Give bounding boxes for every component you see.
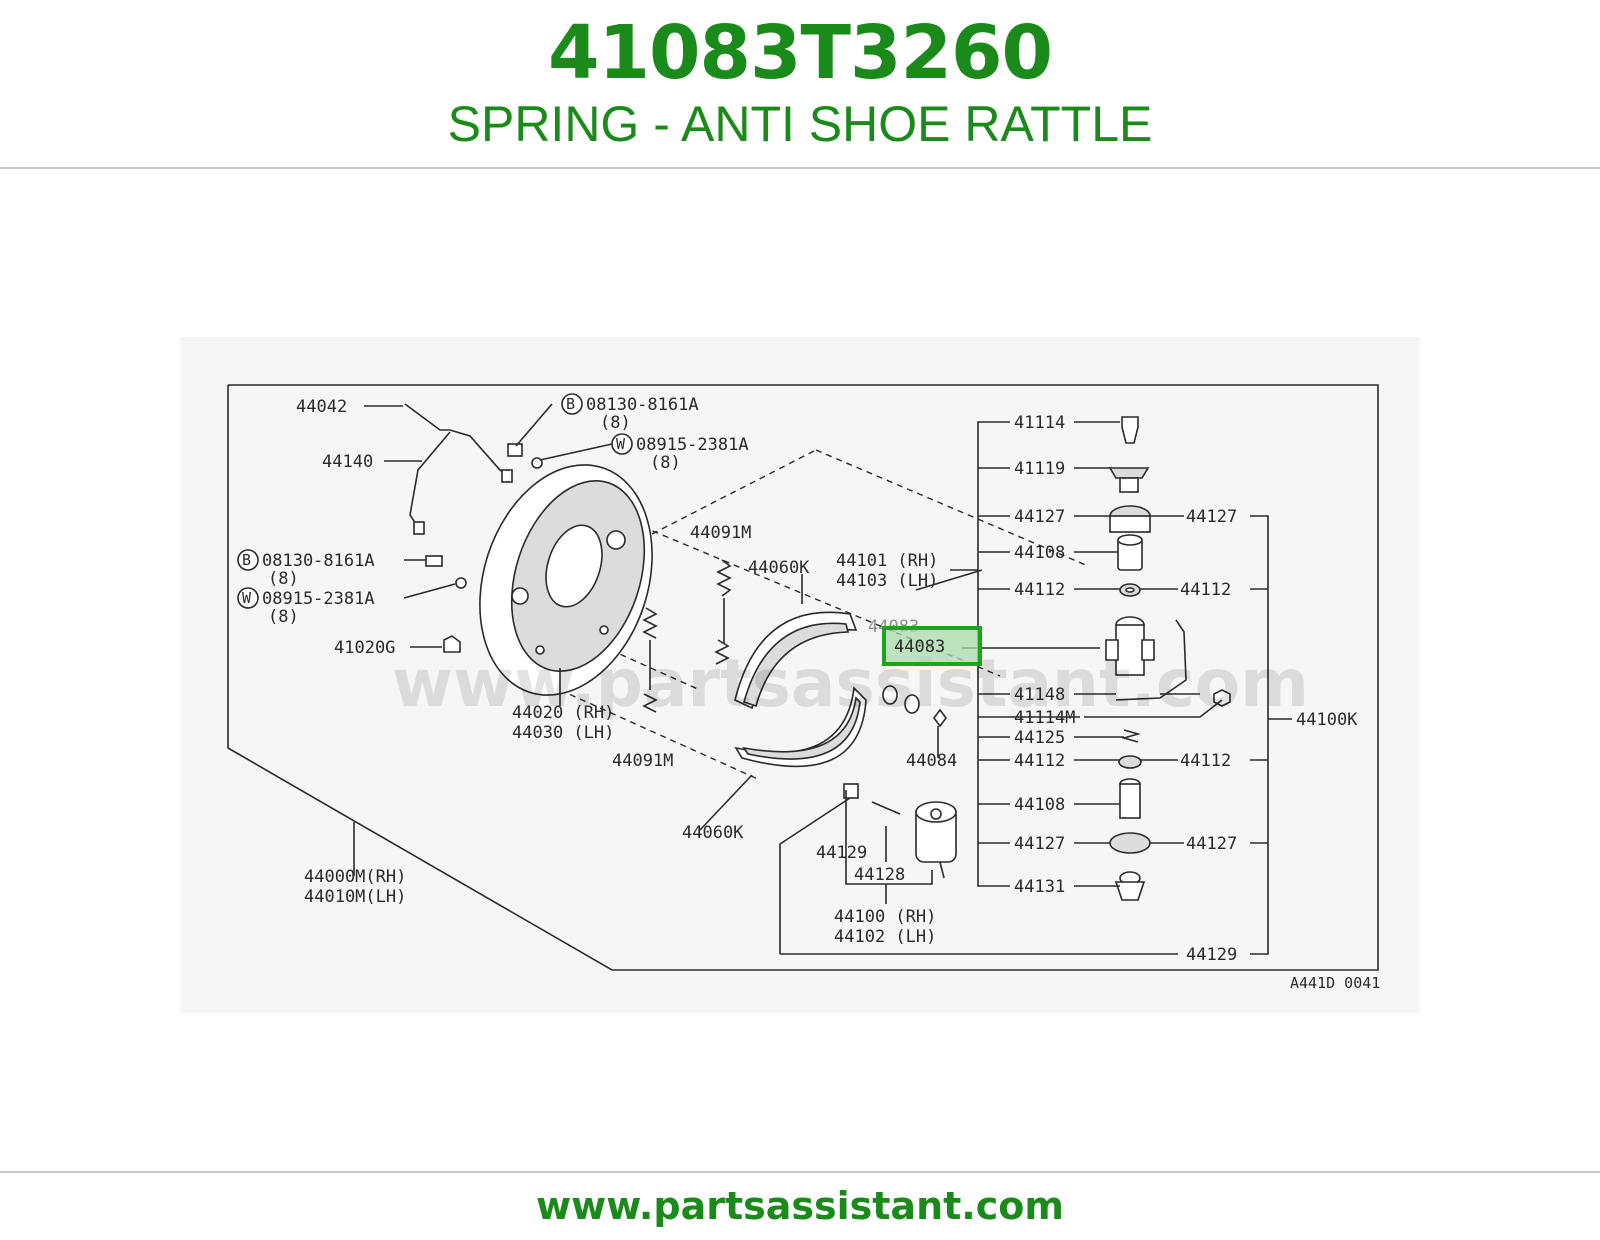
label-44108-b: 44108 (1014, 795, 1065, 815)
figure-code: A441D 0041 (1290, 974, 1380, 992)
label-08130-left-qty: (8) (268, 569, 299, 589)
label-08915-left-qty: (8) (268, 607, 299, 627)
label-44129-bottom: 44129 (1186, 945, 1237, 965)
part-number-title: 41083T3260 (548, 10, 1053, 96)
footer-divider (0, 1171, 1600, 1173)
brake-pipe-drawing (404, 403, 523, 535)
label-44127-b-right: 44127 (1186, 834, 1237, 854)
label-44103: 44103 (LH) (836, 571, 938, 591)
label-41119: 41119 (1014, 459, 1065, 479)
label-08915-top-qty: (8) (650, 453, 681, 473)
label-44112-a-right: 44112 (1180, 580, 1231, 600)
label-44100: 44100 (RH) (834, 907, 936, 927)
label-44112-b-left: 44112 (1014, 751, 1065, 771)
label-44129-left: 44129 (816, 843, 867, 863)
page-header: 41083T3260 SPRING - ANTI SHOE RATTLE (0, 0, 1600, 168)
label-08130-left: 08130-8161A (262, 551, 375, 571)
anti-rattle-spring-drawings (882, 685, 947, 728)
label-44128: 44128 (854, 865, 905, 885)
label-08130-top-qty: (8) (600, 413, 631, 433)
part-name-subtitle: SPRING - ANTI SHOE RATTLE (447, 96, 1153, 152)
label-44030: 44030 (LH) (512, 723, 614, 743)
watermark-text: www.partsassistant.com (392, 645, 1309, 722)
label-44060k-top: 44060K (748, 558, 810, 578)
label-44000m: 44000M(RH) (304, 867, 406, 887)
label-44010m: 44010M(LH) (304, 887, 406, 907)
brake-shoe-drawings (734, 611, 867, 768)
circle-markers: B W B W (237, 393, 633, 609)
diagram-frame (227, 384, 1379, 971)
diagram-panel (180, 337, 1420, 1013)
label-44112-a-left: 44112 (1014, 580, 1065, 600)
label-44131: 44131 (1014, 877, 1065, 897)
circle-b-left: B (242, 551, 251, 569)
highlighted-part-label[interactable]: 44083 (894, 637, 945, 657)
label-44042: 44042 (296, 397, 347, 417)
footer-url[interactable]: www.partsassistant.com (536, 1184, 1064, 1228)
label-44091m-bottom: 44091M (612, 751, 673, 771)
label-44060k-bottom: 44060K (682, 823, 744, 843)
circle-w-top: W (616, 435, 626, 453)
bolt-washer-drawings (425, 457, 543, 653)
label-44108-a: 44108 (1014, 543, 1065, 563)
label-08915-left: 08915-2381A (262, 589, 375, 609)
circle-w-left: W (242, 589, 252, 607)
label-44100k: 44100K (1296, 710, 1358, 730)
label-44091m-top: 44091M (690, 523, 751, 543)
highlighted-part-callout[interactable]: 44083 (882, 626, 982, 666)
label-44101: 44101 (RH) (836, 551, 938, 571)
label-44102: 44102 (LH) (834, 927, 936, 947)
wheel-cylinder-drawing (843, 783, 957, 879)
label-44127-a-left: 44127 (1014, 507, 1065, 527)
label-44020: 44020 (RH) (512, 703, 614, 723)
header-divider (0, 167, 1600, 169)
part-labels: 44042 44140 08130-8161A (8) 08915-2381A … (262, 395, 1380, 992)
label-44084: 44084 (906, 751, 957, 771)
highlight-box[interactable] (882, 626, 982, 666)
label-41020g: 41020G (334, 638, 395, 658)
label-41148: 41148 (1014, 685, 1065, 705)
label-08130-top: 08130-8161A (586, 395, 699, 415)
label-44127-b-left: 44127 (1014, 834, 1065, 854)
label-44140: 44140 (322, 452, 373, 472)
backing-plate-drawing (479, 464, 653, 696)
label-41114m: 41114M (1014, 708, 1075, 728)
exploded-parts-column (1105, 416, 1231, 901)
label-08915-top: 08915-2381A (636, 435, 749, 455)
return-spring-drawings (642, 559, 732, 713)
leader-lines (353, 403, 1292, 955)
label-44125: 44125 (1014, 728, 1065, 748)
circle-b-top: B (566, 395, 575, 413)
label-41114: 41114 (1014, 413, 1065, 433)
label-44112-b-right: 44112 (1180, 751, 1231, 771)
label-44127-a-right: 44127 (1186, 507, 1237, 527)
